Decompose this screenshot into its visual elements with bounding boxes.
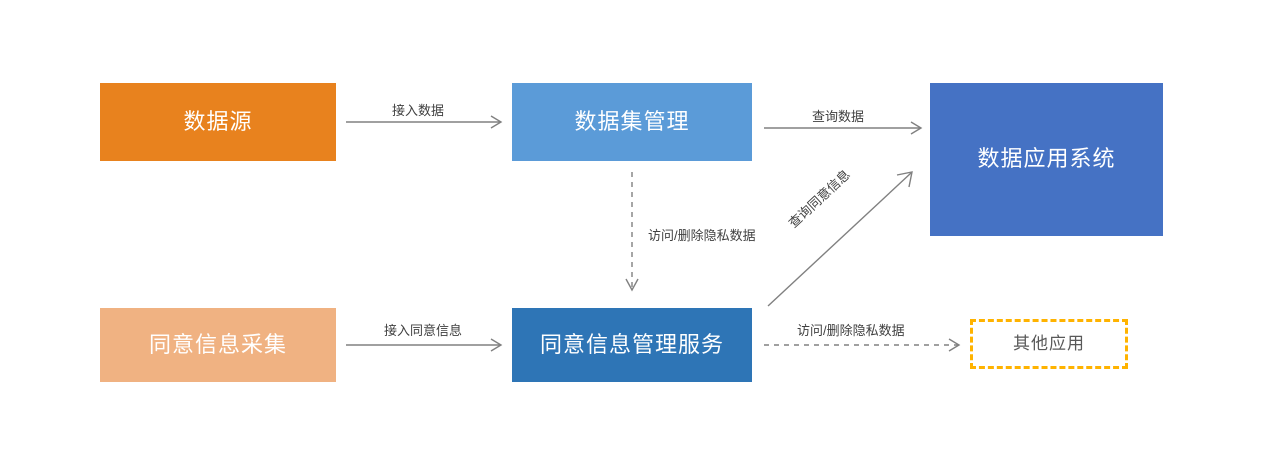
edge-access-delete-privacy-vertical xyxy=(625,172,639,292)
edge-access-data xyxy=(346,115,503,129)
edge-access-delete-privacy-other-app xyxy=(764,338,961,352)
edge-access-consent xyxy=(346,338,503,352)
edge-query-consent xyxy=(767,171,913,307)
node-consent-collection[interactable]: 同意信息采集 xyxy=(100,308,336,382)
node-datasource[interactable]: 数据源 xyxy=(100,83,336,161)
node-consent-management-service[interactable]: 同意信息管理服务 xyxy=(512,308,752,382)
node-data-application-system[interactable]: 数据应用系统 xyxy=(930,83,1163,236)
node-other-application[interactable]: 其他应用 xyxy=(970,319,1128,369)
edge-label-query-data: 查询数据 xyxy=(812,109,865,124)
edge-label-access-data: 接入数据 xyxy=(392,103,445,118)
edge-label-access-consent-info: 接入同意信息 xyxy=(384,323,463,338)
edge-label-access-delete-privacy-data-vertical: 访问/删除隐私数据 xyxy=(648,228,756,243)
node-dataset-management[interactable]: 数据集管理 xyxy=(512,83,752,161)
edge-query-data xyxy=(764,121,923,135)
edge-label-access-delete-privacy-data-other-app: 访问/删除隐私数据 xyxy=(797,323,905,338)
